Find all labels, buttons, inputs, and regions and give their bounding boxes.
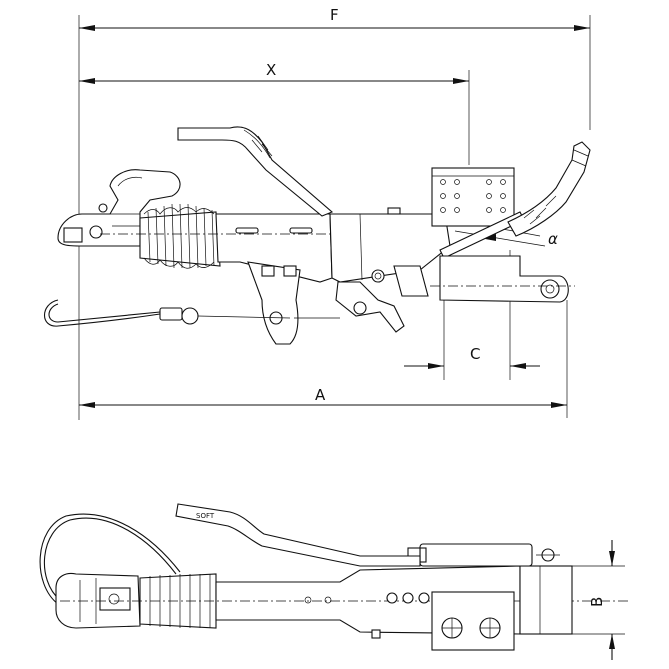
dimension-label-c: C <box>470 345 480 363</box>
top-rear-tube <box>519 565 573 635</box>
dimension-x: X <box>79 61 470 165</box>
dimension-a: A <box>79 300 568 418</box>
coupling-head <box>57 169 181 247</box>
breakaway-cable <box>43 299 291 327</box>
rear-bracket <box>430 255 575 303</box>
dimension-label-a: A <box>315 386 326 404</box>
bellows <box>139 203 221 269</box>
top-breakaway-cable <box>39 513 181 605</box>
dimension-label-x: X <box>266 61 276 79</box>
damper-rod <box>439 141 591 259</box>
top-flange-block <box>431 591 515 651</box>
top-view: SOFT B <box>39 503 630 660</box>
top-damper <box>407 543 560 567</box>
mounting-flange <box>431 167 515 227</box>
support-bracket <box>247 261 301 345</box>
dimension-b: B <box>572 540 625 660</box>
handle-label: SOFT <box>196 512 215 520</box>
dimension-label-b: B <box>588 597 606 607</box>
brake-linkage <box>294 265 429 333</box>
side-view <box>43 126 591 345</box>
dimension-label-alpha: α <box>548 230 558 248</box>
hand-brake-lever <box>177 126 334 217</box>
top-hand-brake-lever: SOFT <box>175 503 421 567</box>
dimension-label-f: F <box>330 6 339 24</box>
